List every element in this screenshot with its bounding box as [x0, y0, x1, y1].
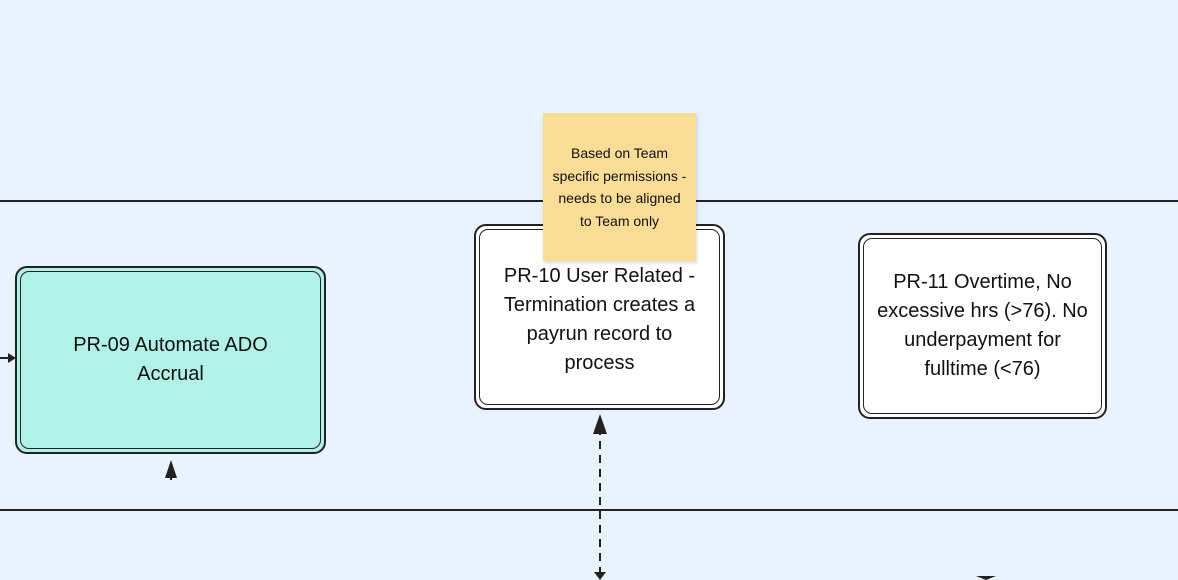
- task-pr10-label: PR-10 User Related - Termination creates…: [503, 265, 696, 374]
- connector-into-pr09-arrowhead: [8, 353, 16, 363]
- task-pr11[interactable]: PR-11 Overtime, No excessive hrs (>76). …: [858, 233, 1107, 419]
- sticky-note[interactable]: Based on Team specific permissions - nee…: [543, 113, 696, 261]
- dashed-association-arrowhead-bottom: [594, 572, 606, 580]
- sticky-note-text: Based on Team specific permissions - nee…: [552, 145, 687, 229]
- task-pr09-body: PR-09 Automate ADO Accrual: [20, 271, 321, 449]
- lane-divider-bottom: [0, 509, 1178, 511]
- task-pr11-label: PR-11 Overtime, No excessive hrs (>76). …: [877, 271, 1088, 380]
- task-pr09[interactable]: PR-09 Automate ADO Accrual: [15, 266, 326, 454]
- dashed-association-arrowhead-top: [593, 414, 607, 434]
- connector-bottom-right-arrowhead: [976, 576, 996, 580]
- connector-below-pr09-arrowhead: [165, 460, 177, 478]
- task-pr10[interactable]: PR-10 User Related - Termination creates…: [474, 224, 725, 410]
- task-pr11-body: PR-11 Overtime, No excessive hrs (>76). …: [863, 238, 1102, 414]
- task-pr09-label: PR-09 Automate ADO Accrual: [73, 334, 268, 385]
